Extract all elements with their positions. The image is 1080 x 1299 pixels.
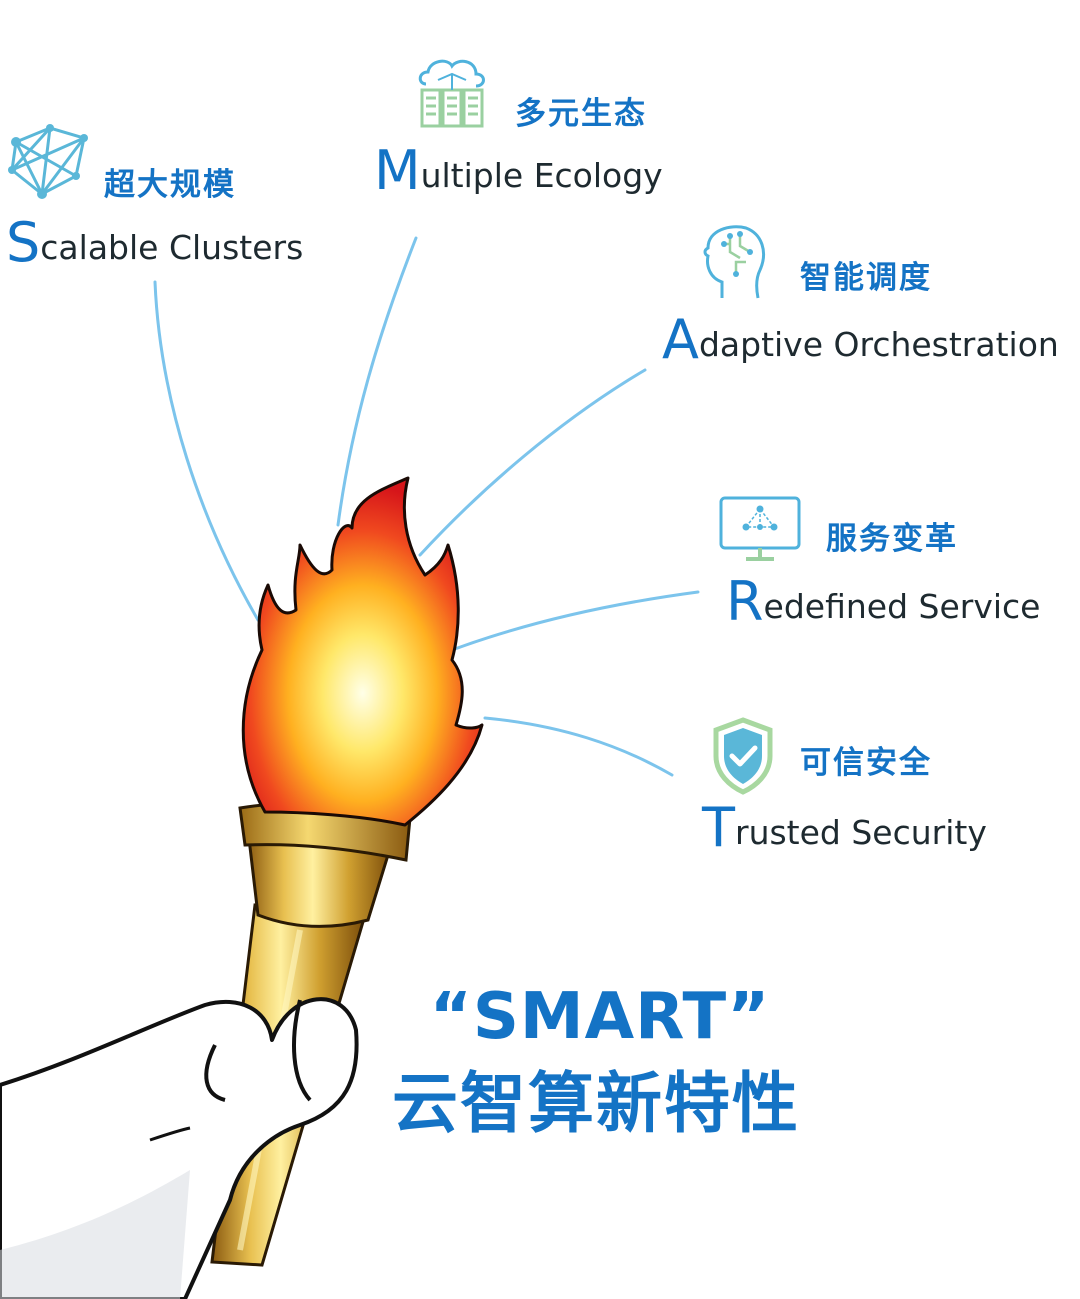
adaptive-initial: A: [662, 308, 699, 371]
network-icon: [8, 124, 88, 199]
adaptive-cn-label: 智能调度: [800, 260, 932, 296]
connector-adaptive: [418, 368, 647, 557]
redefined-rest: edefined Service: [763, 587, 1041, 626]
trusted-rest: rusted Security: [735, 813, 987, 852]
cloud-servers-icon: [418, 59, 485, 128]
redefined-initial: R: [726, 570, 764, 633]
trusted-en-label: Trusted Security: [702, 801, 987, 855]
redefined-cn-label: 服务变革: [826, 521, 958, 557]
slogan-line1: “SMART”: [429, 980, 771, 1054]
trusted-initial: T: [702, 796, 735, 859]
scalable-cn-label: 超大规模: [104, 167, 236, 203]
adaptive-rest: daptive Orchestration: [698, 325, 1059, 364]
connector-redefined: [450, 590, 700, 652]
slogan-line2: 云智算新特性: [392, 1065, 800, 1142]
connector-scalable: [153, 280, 260, 622]
scalable-en-label: Scalable Clusters: [6, 216, 303, 270]
multiple-en-label: Multiple Ecology: [374, 144, 663, 198]
scalable-initial: S: [6, 211, 41, 274]
trusted-cn-label: 可信安全: [800, 745, 932, 781]
scalable-rest: calable Clusters: [40, 228, 304, 267]
shield-check-icon: [713, 717, 773, 795]
adaptive-en-label: Adaptive Orchestration: [662, 313, 1059, 367]
flame: [241, 476, 484, 827]
monitor-network-icon: [719, 496, 801, 561]
redefined-en-label: Redefined Service: [726, 575, 1041, 629]
multiple-cn-label: 多元生态: [515, 96, 647, 132]
connector-trusted: [483, 716, 674, 777]
multiple-initial: M: [374, 139, 421, 202]
ai-head-icon: [703, 225, 765, 299]
multiple-rest: ultiple Ecology: [420, 156, 663, 195]
connector-multiple: [336, 236, 418, 527]
connector-lines: [153, 236, 700, 777]
